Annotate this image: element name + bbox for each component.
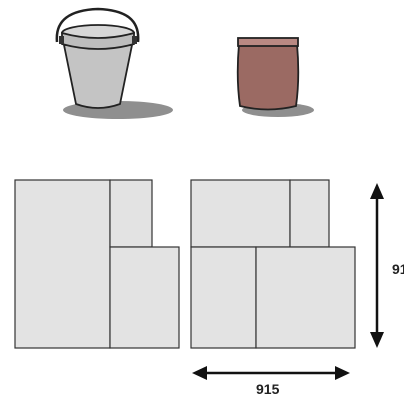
panel-right-bottom-right bbox=[255, 246, 356, 349]
bucket-handle-clip-right bbox=[132, 36, 137, 44]
width-dimension-arrow bbox=[192, 366, 350, 380]
bag-icon bbox=[236, 37, 314, 117]
bucket-body bbox=[62, 44, 134, 109]
bag-top bbox=[237, 37, 299, 47]
height-dimension-label: 91 bbox=[392, 261, 404, 277]
bag-body bbox=[236, 43, 300, 111]
panel-right-bottom-left bbox=[190, 246, 257, 349]
right-panel-group bbox=[190, 179, 356, 349]
bucket-icon bbox=[55, 7, 173, 119]
panel-left-large bbox=[14, 179, 111, 349]
width-dimension-label: 915 bbox=[256, 381, 280, 397]
panel-right-top-wide bbox=[190, 179, 291, 248]
height-dimension-arrow bbox=[370, 183, 384, 348]
panel-left-upper-small bbox=[109, 179, 153, 248]
bucket-handle-clip-left bbox=[59, 36, 64, 44]
panel-left-lower bbox=[109, 246, 180, 349]
bucket-handle bbox=[55, 7, 140, 43]
panel-right-top-small bbox=[289, 179, 330, 248]
left-panel-group bbox=[14, 179, 180, 349]
